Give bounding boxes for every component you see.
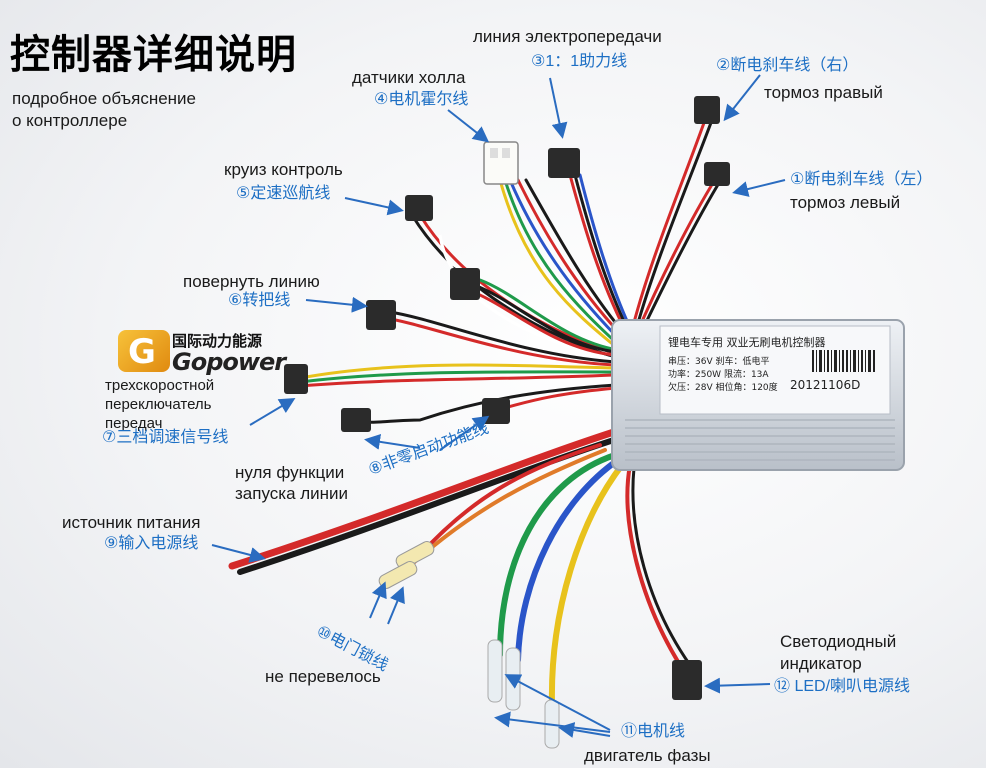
logo-cn-text: 国际动力能源 (172, 332, 263, 350)
label-brake-right-ru: тормоз правый (764, 83, 883, 102)
barcode (812, 350, 875, 372)
arrow-zero-start-a (364, 433, 421, 450)
controller-label-plate (659, 325, 891, 415)
brake-left-wires (634, 176, 718, 337)
throttle-connector (450, 268, 480, 300)
power-assist-wires (568, 173, 627, 332)
pointer-arrows (211, 74, 786, 738)
label-key-lock-ru: не перевелось (265, 667, 381, 686)
label-motor-ru: двигатель фазы (584, 746, 711, 765)
label-power-assist-cn: ③1：1助力线 (531, 53, 628, 70)
controller-header: 锂电车专用 双业无刷电机控制器 (668, 336, 826, 349)
label-brake-left-cn: ①断电刹车线（左） (790, 171, 933, 188)
led-wire-red (625, 463, 682, 667)
wires-group (228, 118, 724, 708)
led-connector (672, 660, 702, 700)
power-input-wire-red (228, 426, 624, 570)
motor-terminal-green (487, 639, 503, 703)
brake-right-connector (694, 96, 720, 124)
label-throttle-cn: ⑥转把线 (228, 292, 291, 309)
label-power-assist-ru: линия электропередачи (473, 27, 662, 46)
zero-start-wires (353, 383, 618, 424)
label-led-cn: ⑫ LED/喇叭电源线 (774, 678, 911, 695)
motor-wire-yellow (548, 462, 625, 708)
logo-badge: G (118, 330, 170, 372)
motor-wire-blue (515, 457, 621, 663)
label-three-speed-cn: ⑦三档调速信号线 (102, 429, 229, 446)
gopower-logo: G 国际动力能源 Gopower (118, 330, 288, 376)
label-zero-start-ru-1: нуля функции (235, 463, 345, 482)
arrow-led (704, 677, 771, 694)
key-lock-terminal-a (395, 541, 435, 569)
arrow-power-input (211, 544, 266, 563)
connectors-group (284, 96, 730, 749)
zero-start-connector-b (482, 398, 510, 424)
led-wire-black (631, 466, 692, 667)
label-brake-left-ru: тормоз левый (790, 193, 901, 212)
label-cruise-cn: ⑤定速巡航线 (236, 185, 331, 202)
logo-en-text: Gopower (172, 348, 286, 376)
arrow-zero-start-b (439, 415, 490, 451)
arrow-key-lock-b (387, 586, 405, 625)
label-hall-ru: датчики холла (352, 68, 466, 87)
arrow-throttle (305, 296, 368, 313)
label-motor-cn: ⑪电机线 (621, 723, 686, 740)
controller-spec-1: 串压：36V 刹车：低电平 (668, 357, 770, 367)
cruise-connector (405, 195, 433, 221)
label-led-ru-2: индикатор (780, 654, 862, 673)
arrow-motor-c (558, 722, 611, 738)
arrow-power-assist (549, 77, 568, 139)
label-three-speed-ru-3: передач (105, 415, 163, 432)
power-assist-connector (548, 148, 580, 178)
label-cruise-ru: круиз контроль (224, 160, 343, 179)
page-title: 控制器详细说明 (10, 32, 297, 78)
key-lock-wire-red (418, 443, 602, 557)
controller-box (611, 319, 905, 471)
brake-left-connector (704, 162, 730, 186)
controller-serial: 20121106D (790, 378, 861, 392)
three-speed-wires (388, 310, 618, 364)
label-led-ru-1: Светодиодный (780, 632, 897, 651)
three-speed-connector-b (284, 364, 308, 394)
three-speed-connector-a (366, 300, 396, 330)
hall-wires (508, 178, 627, 347)
label-throttle-ru: повернуть линию (183, 272, 320, 291)
label-power-input-ru: источник питания (62, 513, 201, 532)
subtitle-line-1: подробное объяснение (12, 89, 197, 108)
label-three-speed-ru-1: трехскоростной (105, 377, 215, 394)
subtitle-line-2: о контроллере (12, 111, 128, 130)
arrow-hall (447, 109, 490, 143)
motor-wire-green (497, 452, 618, 658)
arrow-cruise (344, 197, 404, 216)
brake-right-wires (630, 118, 707, 332)
arrow-motor-b (494, 711, 611, 733)
hall-connector (483, 141, 519, 185)
controller-spec-3: 欠压：28V 相位角：120度 (668, 383, 778, 393)
label-hall-cn: ④电机霍尔线 (374, 91, 469, 108)
arrow-brake-left (732, 179, 786, 197)
controller-spec-2: 功率：250W 限流：13A (668, 370, 769, 380)
zero-start-connector-a (341, 408, 371, 432)
throttle-wires (478, 278, 620, 352)
arrow-brake-right (723, 74, 761, 122)
label-three-speed-ru-2: переключатель (105, 396, 212, 413)
arrow-motor-a (504, 674, 611, 731)
label-power-input-cn: ⑨输入电源线 (104, 535, 199, 552)
label-brake-right-cn: ②断电刹车线（右） (716, 57, 859, 74)
arrow-key-lock-a (369, 581, 387, 619)
arrow-three-speed (249, 397, 296, 426)
label-zero-start-ru-2: запуска линии (235, 484, 349, 503)
